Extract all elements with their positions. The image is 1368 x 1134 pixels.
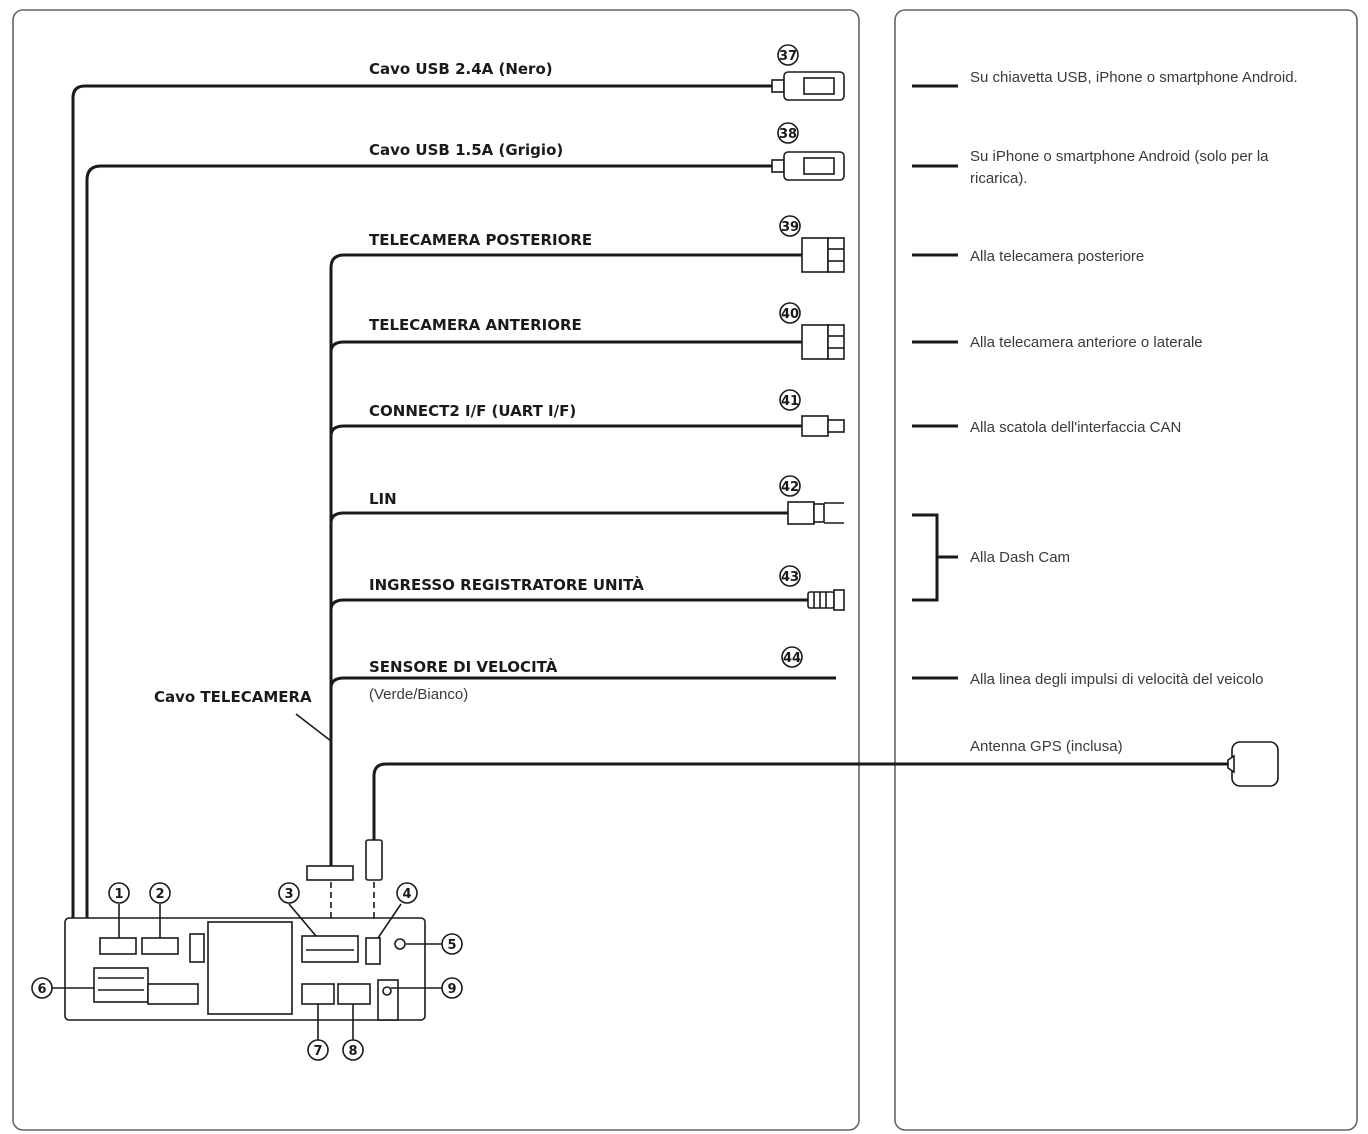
svg-text:44: 44 [783,651,801,666]
num-circle-3: 3 [278,882,300,904]
num-circle-41: 41 [779,389,801,411]
port-5 [394,938,406,950]
svg-text:3: 3 [284,887,293,902]
recorder-connector-icon [807,589,845,611]
front-cam-wire [329,340,802,353]
num-circle-4: 4 [396,882,418,904]
speed-description: Alla linea degli impulsi di velocità del… [970,671,1264,688]
usb24-wire [71,84,772,930]
rear-cam-label: TELECAMERA POSTERIORE [369,231,592,249]
speed-wire [329,676,836,689]
leader-3 [288,903,317,937]
connect2-description: Alla scatola dell'interfaccia CAN [970,419,1181,436]
recorder-label: INGRESSO REGISTRATORE UNITÀ [369,575,644,594]
dashcam-bracket [912,513,958,602]
usb24-connector-icon [771,71,845,101]
speed-sublabel: (Verde/Bianco) [369,686,468,703]
port-3 [301,935,359,963]
svg-text:42: 42 [781,480,799,495]
port-6 [93,967,149,1003]
rear-cam-connector-icon [801,237,845,273]
num-circle-39: 39 [779,215,801,237]
usb-port-1 [99,937,137,955]
svg-text:8: 8 [348,1044,357,1059]
lin-connector-icon [787,501,844,525]
usb-port-2 [141,937,179,955]
left-panel [12,9,860,1131]
port-8 [337,983,371,1005]
speed-label: SENSORE DI VELOCITÀ [369,657,558,676]
camera-cable-plug [306,865,354,881]
connect2-connector-icon [801,415,845,437]
num-circle-8: 8 [342,1039,364,1061]
num-circle-40: 40 [779,302,801,324]
lin-wire [329,511,788,524]
svg-text:5: 5 [447,938,456,953]
svg-text:1: 1 [114,887,123,902]
gps-plug [365,839,383,881]
port-4 [365,937,381,965]
svg-text:6: 6 [37,982,46,997]
num-circle-42: 42 [779,475,801,497]
usb15-label: Cavo USB 1.5A (Grigio) [369,141,563,159]
svg-text:37: 37 [779,49,797,64]
svg-text:7: 7 [313,1044,322,1059]
camera-cable-leader [295,713,332,742]
usb15-description-line2: ricarica). [970,170,1028,187]
usb15-wire [85,164,772,930]
num-circle-6: 6 [31,977,53,999]
svg-text:9: 9 [447,982,456,997]
svg-text:43: 43 [781,570,799,585]
svg-text:39: 39 [781,220,799,235]
connect2-wire [329,424,802,437]
num-circle-38: 38 [777,122,799,144]
num-circle-37: 37 [777,44,799,66]
leader-4 [377,903,402,939]
gps-antenna-icon [1231,741,1279,787]
gps-label: Antenna GPS (inclusa) [970,738,1123,755]
port-7 [301,983,335,1005]
usb15-description-line1: Su iPhone o smartphone Android (solo per… [970,148,1269,165]
rear-cam-description: Alla telecamera posteriore [970,248,1144,265]
usb15-connector-icon [771,151,845,181]
front-cam-label: TELECAMERA ANTERIORE [369,316,582,334]
gps-antenna-neck [1227,754,1235,774]
head-unit [64,917,426,1021]
right-panel [894,9,1358,1131]
svg-text:38: 38 [779,127,797,142]
camera-cable-label: Cavo TELECAMERA [154,688,312,706]
usb24-description: Su chiavetta USB, iPhone o smartphone An… [970,69,1298,86]
num-circle-5: 5 [441,933,463,955]
svg-text:41: 41 [781,394,799,409]
num-circle-2: 2 [149,882,171,904]
num-circle-1: 1 [108,882,130,904]
num-circle-43: 43 [779,565,801,587]
camera-trunk-wire [329,253,802,868]
num-circle-7: 7 [307,1039,329,1061]
recorder-wire [329,598,808,611]
lin-label: LIN [369,490,397,508]
svg-text:2: 2 [155,887,164,902]
num-circle-9: 9 [441,977,463,999]
gps-wire [372,762,1228,840]
num-circle-44: 44 [781,646,803,668]
svg-text:4: 4 [402,887,411,902]
svg-text:40: 40 [781,307,799,322]
connect2-label: CONNECT2 I/F (UART I/F) [369,402,576,420]
front-cam-connector-icon [801,324,845,360]
front-cam-description: Alla telecamera anteriore o laterale [970,334,1203,351]
dashcam-description: Alla Dash Cam [970,549,1070,566]
port-9 [382,986,392,996]
usb24-label: Cavo USB 2.4A (Nero) [369,60,553,78]
